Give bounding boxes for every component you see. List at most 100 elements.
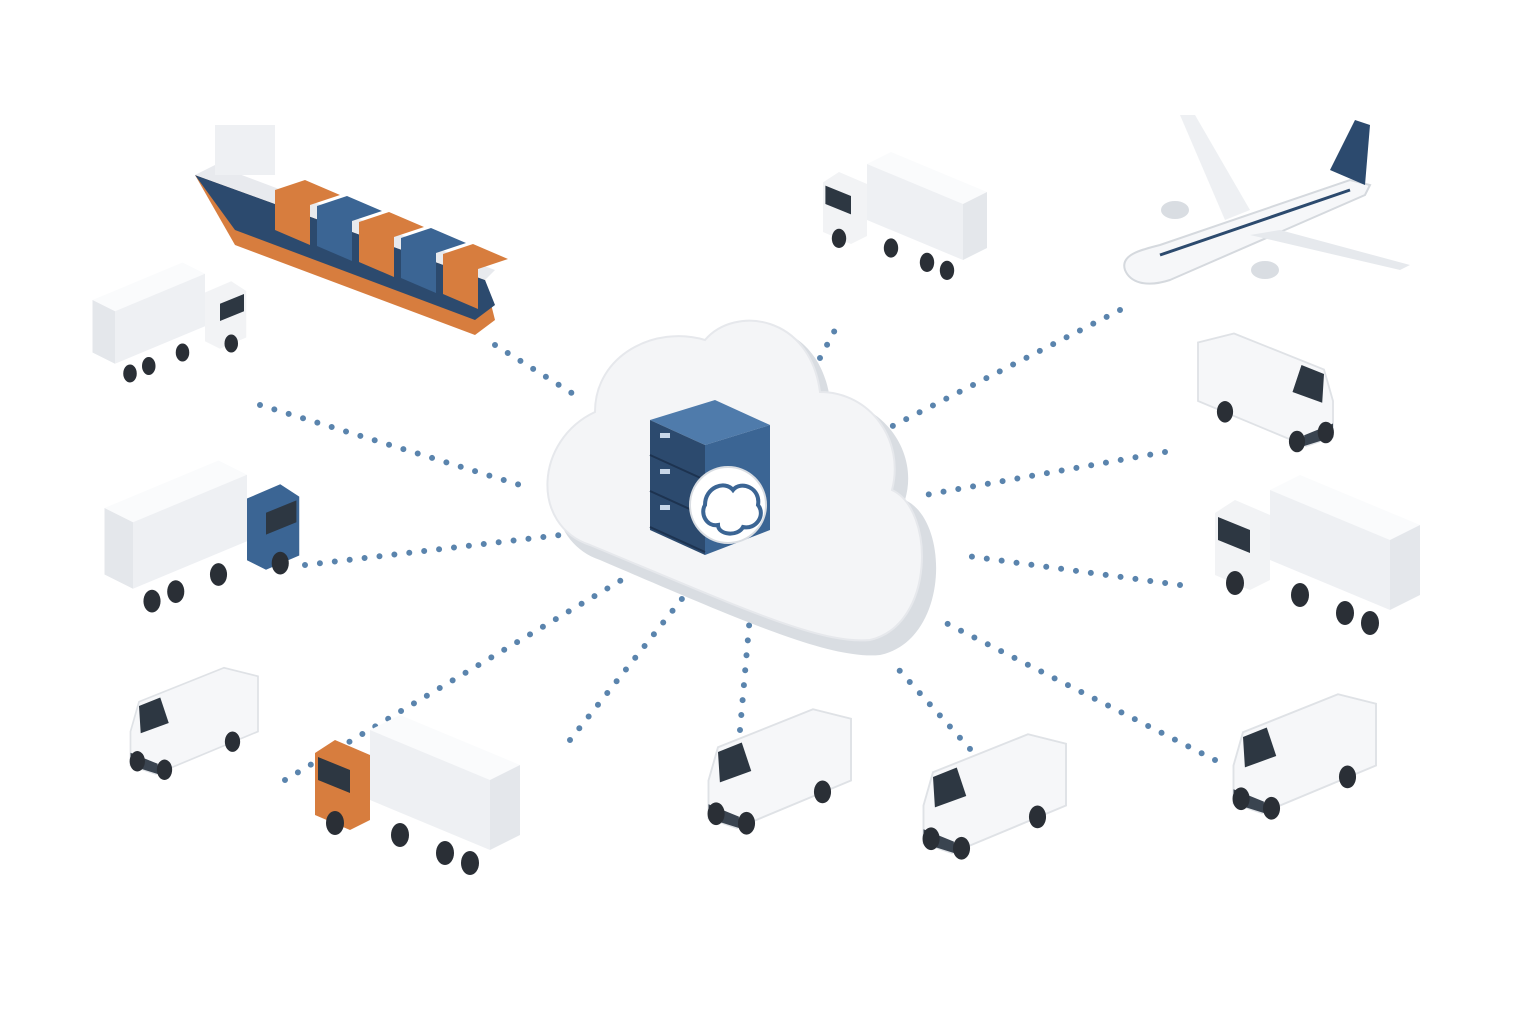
wheel xyxy=(326,811,344,835)
airplane-icon xyxy=(1123,115,1410,285)
trailer-top xyxy=(1270,475,1420,540)
wheel xyxy=(1291,583,1309,607)
wheel xyxy=(391,823,409,847)
dotted-connection-line xyxy=(492,342,578,398)
van-windshield xyxy=(718,742,752,783)
trailer-side xyxy=(370,730,490,850)
wheel xyxy=(224,334,238,353)
wheel xyxy=(1338,765,1357,789)
fuselage xyxy=(1123,178,1372,285)
dotted-connection-line xyxy=(817,327,838,361)
blue-box-truck-icon xyxy=(104,460,300,613)
server-led xyxy=(660,505,670,510)
wheel xyxy=(919,252,935,272)
tail-fin xyxy=(1330,120,1370,185)
wheel xyxy=(1028,805,1047,829)
wheel xyxy=(1288,430,1306,453)
dotted-connection-line xyxy=(302,532,563,568)
brain-icon xyxy=(689,466,767,544)
trailer-side xyxy=(115,273,205,364)
trailer-end xyxy=(1390,525,1420,610)
engine xyxy=(1161,201,1189,219)
vehicles xyxy=(92,115,1420,875)
box-truck-icon xyxy=(92,262,247,383)
wheel xyxy=(167,580,185,603)
shipping-container xyxy=(275,180,340,245)
wheel xyxy=(209,563,228,586)
wheel xyxy=(952,836,971,860)
windshield xyxy=(220,294,244,321)
wheel xyxy=(175,343,190,362)
wheel xyxy=(813,780,832,804)
trailer-top xyxy=(867,152,987,204)
wheel xyxy=(271,551,289,575)
van-icon xyxy=(129,666,259,780)
dotted-connection-line xyxy=(887,657,983,763)
wheel xyxy=(461,851,479,875)
wheel xyxy=(156,759,173,780)
dotted-connection-line xyxy=(872,307,1123,438)
windshield xyxy=(825,185,851,215)
wheel xyxy=(831,228,847,248)
wheel xyxy=(939,260,955,280)
wheel xyxy=(129,751,145,772)
trailer-side xyxy=(1270,490,1390,610)
wheel xyxy=(143,589,161,613)
box-truck-icon xyxy=(1215,475,1420,635)
ship-bridge xyxy=(215,125,275,175)
wheel xyxy=(737,811,756,835)
engine xyxy=(1251,261,1279,279)
brain-outline xyxy=(701,483,763,536)
dotted-connection-line xyxy=(937,617,1218,763)
box-truck-icon xyxy=(823,152,987,280)
windshield xyxy=(266,500,297,535)
trailer-end xyxy=(92,300,115,364)
trailer-end xyxy=(490,765,520,850)
connection-lines xyxy=(257,307,1218,783)
wheel xyxy=(1226,571,1244,595)
wheel xyxy=(1317,421,1334,444)
dotted-connection-line xyxy=(257,402,523,488)
van-windshield xyxy=(1243,727,1277,768)
van-windshield xyxy=(933,767,967,808)
wheel xyxy=(142,357,156,375)
van-icon xyxy=(707,708,852,835)
trailer-top xyxy=(370,715,520,780)
wheel xyxy=(123,364,137,383)
dotted-connection-line xyxy=(957,552,1183,588)
wheel xyxy=(1232,787,1250,811)
wing-bottom xyxy=(1250,230,1410,270)
wheel xyxy=(1336,601,1354,625)
dotted-connection-line xyxy=(737,612,753,733)
van-windshield xyxy=(139,697,169,734)
dotted-connection-line xyxy=(922,449,1168,498)
wheel xyxy=(436,841,454,865)
wheel xyxy=(707,802,725,826)
orange-box-truck-icon xyxy=(315,715,520,875)
van-icon xyxy=(1232,693,1377,820)
server-slot-divider xyxy=(649,526,706,553)
wheel xyxy=(224,731,241,752)
cloud-hub xyxy=(546,319,937,656)
dotted-connection-line xyxy=(567,592,688,743)
trailer-top xyxy=(104,460,247,523)
wheel xyxy=(1262,796,1281,820)
trailer-top xyxy=(92,262,205,312)
trailer-side xyxy=(867,164,963,260)
server-front xyxy=(650,420,705,555)
trailer-side xyxy=(133,474,247,589)
wheel xyxy=(1361,611,1379,635)
server-top xyxy=(650,400,770,445)
wheel xyxy=(922,827,940,851)
trailer-end xyxy=(104,508,133,589)
shipping-container xyxy=(443,244,508,309)
shipping-container xyxy=(317,196,382,261)
windshield xyxy=(1218,517,1250,553)
wheel xyxy=(883,238,899,258)
trailer-end xyxy=(963,192,987,260)
wheel xyxy=(1216,401,1234,423)
van-windshield xyxy=(1292,365,1324,403)
server-led xyxy=(660,469,670,474)
shipping-container xyxy=(401,228,466,293)
